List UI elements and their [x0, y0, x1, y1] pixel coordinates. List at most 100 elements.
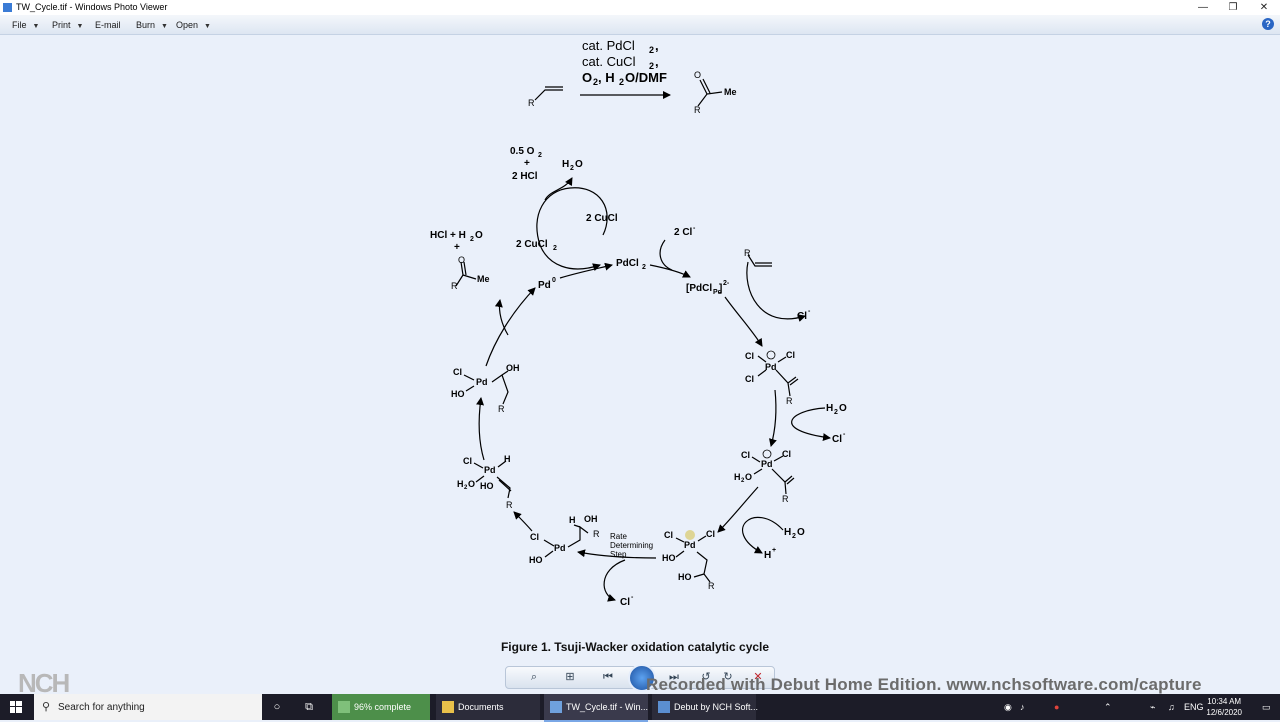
label-cl: Cl	[530, 532, 539, 542]
label-pd: Pd	[554, 543, 566, 553]
label-cl: Cl	[786, 350, 795, 360]
label-pd: Pd	[684, 540, 696, 550]
label-cl-minus: Cl	[832, 434, 842, 445]
taskbar: ⚲ Search for anything ○ ⧉ 96% complete D…	[0, 694, 1280, 722]
taskbar-search[interactable]: ⚲ Search for anything	[34, 694, 262, 720]
language-indicator[interactable]: ENG	[1184, 702, 1204, 712]
subscript: 2	[464, 485, 468, 491]
label-o: O	[458, 255, 465, 265]
label-2cucl: 2 CuCl	[586, 213, 618, 224]
superscript: -	[808, 308, 811, 315]
label-cl: Cl	[453, 367, 462, 377]
maximize-button[interactable]: ❐	[1228, 2, 1238, 13]
label-r: R	[694, 105, 701, 115]
chevron-down-icon: ▼	[204, 23, 211, 30]
label-determining: Determining	[610, 541, 653, 550]
window-title: TW_Cycle.tif - Windows Photo Viewer	[16, 2, 168, 12]
subscript: 2	[619, 77, 624, 87]
cortana-icon[interactable]: ○	[273, 701, 281, 713]
menu-bar: File▼ Print▼ E-mail Burn▼ Open▼ ?	[0, 15, 1280, 35]
next-icon[interactable]: ⏭	[669, 671, 679, 683]
task-label: Debut by NCH Soft...	[674, 702, 759, 712]
label-pd: Pd	[765, 362, 777, 372]
label-hcl-h2o: HCl + H	[430, 230, 466, 241]
taskbar-task-copy-progress[interactable]: 96% complete	[332, 694, 430, 720]
label-ho: HO	[662, 553, 676, 563]
comma: ,	[655, 54, 659, 69]
label-o: O	[694, 70, 701, 80]
label-cl: Cl	[463, 456, 472, 466]
menu-burn[interactable]: Burn▼	[136, 20, 168, 30]
volume-icon[interactable]: ♫	[1168, 702, 1175, 712]
subscript: 2	[538, 152, 542, 159]
label-r: R	[506, 500, 513, 510]
slideshow-button[interactable]	[628, 664, 656, 692]
folder-icon	[442, 701, 454, 713]
chevron-down-icon: ▼	[32, 23, 40, 30]
label-cl: Cl	[664, 530, 673, 540]
chevron-up-icon[interactable]: ⌃	[1104, 702, 1112, 712]
label-ho: HO	[451, 389, 465, 399]
label-h: H	[504, 454, 511, 464]
label-rate: Rate	[610, 532, 627, 541]
search-input[interactable]: Search for anything	[58, 702, 145, 713]
antivirus-icon[interactable]: ●	[1054, 702, 1060, 712]
label-oh: OH	[584, 514, 598, 524]
label-pd: Pd	[484, 465, 496, 475]
clock[interactable]: 10:34 AM 12/6/2020	[1206, 696, 1242, 718]
label-ho: HO	[480, 481, 494, 491]
task-view-icon[interactable]: ⧉	[305, 701, 313, 713]
clock-time: 10:34 AM	[1207, 697, 1242, 706]
rotate-ccw-icon[interactable]: ↺	[701, 671, 711, 683]
previous-icon[interactable]: ⏮	[603, 671, 613, 683]
label-r: R	[744, 248, 751, 258]
notification-icon[interactable]: ▭	[1262, 702, 1271, 712]
help-icon[interactable]: ?	[1262, 18, 1274, 30]
label-h2o: H	[734, 472, 741, 482]
menu-file[interactable]: File▼	[12, 20, 39, 30]
nch-logo-text: NCH	[18, 668, 70, 698]
label-pd: Pd	[761, 459, 773, 469]
network-icon[interactable]: ⌁	[1150, 702, 1156, 712]
label-me: Me	[477, 274, 490, 284]
label-o: O	[797, 527, 805, 538]
photo-viewer-icon	[550, 701, 562, 713]
subscript: 2	[834, 409, 838, 416]
label-pdcl2: PdCl	[616, 258, 639, 269]
label-2cucl2: 2 CuCl	[516, 239, 548, 250]
close-button[interactable]: ✕	[1259, 2, 1269, 13]
task-label: TW_Cycle.tif - Win...	[566, 702, 649, 712]
progress-icon	[338, 701, 350, 713]
label-h2o: H	[784, 527, 791, 538]
label-plus: +	[454, 242, 460, 253]
zoom-icon[interactable]: ⌕	[530, 671, 538, 683]
microphone-icon[interactable]: ♪	[1020, 702, 1025, 712]
taskbar-task-photo-viewer[interactable]: TW_Cycle.tif - Win...	[544, 694, 648, 722]
record-tray-icon[interactable]: ◉	[1004, 702, 1012, 712]
label-o: O	[575, 159, 583, 170]
subscript: 2	[642, 264, 646, 271]
label-step: Step	[610, 550, 627, 559]
minimize-button[interactable]: —	[1198, 2, 1208, 13]
menu-email[interactable]: E-mail	[95, 20, 121, 30]
svg-text:2: 2	[649, 45, 654, 55]
photo-viewer-icon	[3, 3, 12, 12]
label-h: H	[569, 515, 576, 525]
actual-size-icon[interactable]: ⊞	[565, 671, 575, 683]
debut-icon	[658, 701, 670, 713]
svg-text:cat. PdCl: cat. PdCl	[582, 38, 635, 53]
title-bar: TW_Cycle.tif - Windows Photo Viewer — ❐ …	[0, 0, 1280, 15]
rotate-cw-icon[interactable]: ↻	[723, 671, 733, 683]
reagent-h: , H	[598, 70, 615, 85]
menu-open[interactable]: Open▼	[176, 20, 211, 30]
taskbar-task-debut[interactable]: Debut by NCH Soft...	[652, 694, 759, 720]
taskbar-task-documents[interactable]: Documents	[436, 694, 540, 720]
superscript: -	[631, 594, 634, 601]
windows-start-icon[interactable]	[10, 701, 22, 713]
nch-logo: NCH	[18, 668, 70, 699]
label-r: R	[528, 98, 535, 108]
label-pd: Pd	[476, 377, 488, 387]
delete-icon[interactable]: ✕	[753, 671, 763, 683]
label-cl-minus: Cl	[620, 597, 630, 608]
menu-print[interactable]: Print▼	[52, 20, 83, 30]
